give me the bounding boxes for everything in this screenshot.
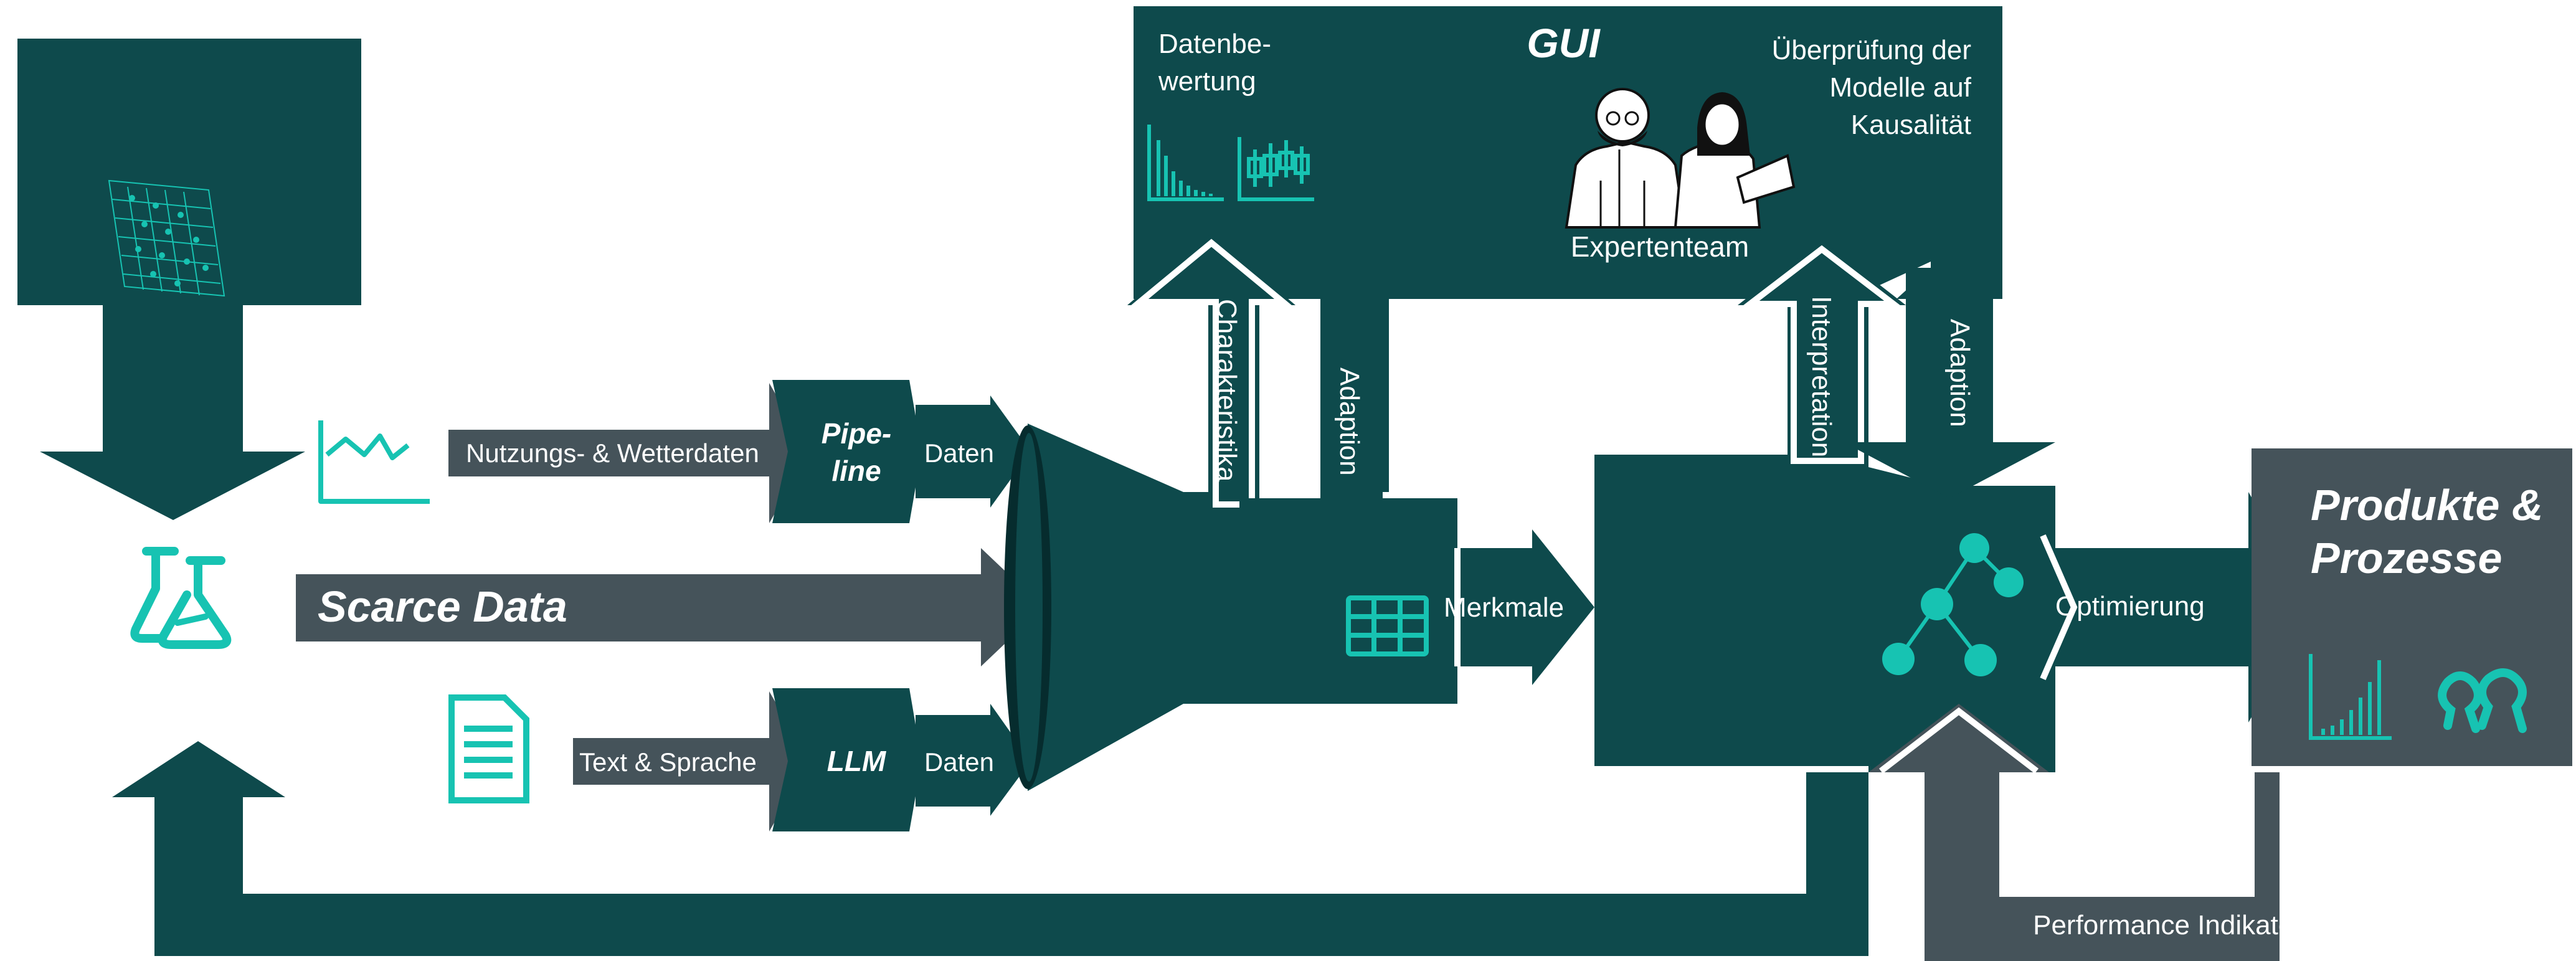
text-speech-label: Text & Sprache (579, 747, 757, 777)
usage-weather-label: Nutzungs- & Wetterdaten (466, 438, 759, 468)
adaption-arrow-right (1844, 268, 2055, 498)
central-hub (1594, 455, 2055, 772)
data-label-upper: Daten (924, 438, 994, 468)
data-assessment-line1: Datenbe- (1158, 29, 1271, 59)
characteristics-label: Charakteristika (1211, 299, 1242, 482)
document-icon (448, 694, 529, 803)
llm-block (772, 688, 922, 831)
data-assessment-line2: wertung (1158, 66, 1256, 97)
expert-team-label: Expertenteam (1571, 230, 1749, 263)
adaption-label-left: Adaption (1334, 367, 1365, 476)
scarce-data-arrow (296, 548, 1043, 666)
adaption-label-right: Adaption (1944, 319, 1975, 427)
data-arrow-upper (916, 395, 1031, 508)
interpretation-label: Interpretation (1806, 296, 1837, 457)
data-arrow-lower (916, 704, 1031, 816)
performance-arrow-outline (1878, 707, 2039, 774)
boxplot-icon (1238, 137, 1314, 201)
features-arrow (1439, 529, 1594, 685)
pipeline-block (772, 380, 922, 523)
dataset-grid-icon (108, 179, 225, 297)
feedback-loop-arrow (112, 741, 1868, 956)
performance-arrow (1868, 704, 2280, 961)
adaption-arrow-left (1252, 268, 1451, 573)
histogram-icon (1147, 125, 1224, 201)
tree-model-icon (1882, 533, 2024, 676)
review-line1: Überprüfung der (1772, 35, 1971, 65)
gui-panel (1134, 6, 2002, 492)
people-icon (2438, 668, 2527, 733)
products-processes-line1: Produkte & (2311, 481, 2543, 529)
line-chart-icon (318, 420, 430, 504)
lab-flasks-icon (130, 547, 232, 649)
optimization-arrow (2049, 492, 2317, 722)
products-processes-line2: Prozesse (2311, 534, 2502, 582)
products-processes-block (2252, 448, 2572, 766)
characteristics-arrow-outline (1131, 239, 1292, 508)
review-line2: Modelle auf (1830, 72, 1972, 103)
expert-team-illustration (1565, 88, 1796, 229)
data-label-lower: Daten (924, 747, 994, 777)
table-icon (1346, 595, 1429, 656)
usage-weather-arrow (448, 383, 810, 523)
scarce-data-label: Scarce Data (318, 582, 567, 631)
review-line3: Kausalität (1851, 110, 1971, 140)
funnel (1028, 424, 1246, 791)
llm-label: LLM (827, 745, 887, 777)
pipeline-label-line2: line (831, 455, 881, 487)
optimization-arrow-outline (2040, 534, 2078, 680)
interpretation-arrow-outline (1741, 245, 1903, 464)
text-speech-arrow (573, 691, 810, 831)
gui-title: GUI (1527, 20, 1601, 66)
pipeline-label-line1: Pipe- (822, 417, 891, 450)
bar-chart-icon (2309, 654, 2392, 740)
performance-label: Performance Indikatoren (2033, 910, 2333, 940)
optimization-label: Optimierung (2055, 591, 2205, 622)
features-label: Merkmale (1444, 592, 1564, 623)
dataset-source-block (17, 39, 361, 520)
